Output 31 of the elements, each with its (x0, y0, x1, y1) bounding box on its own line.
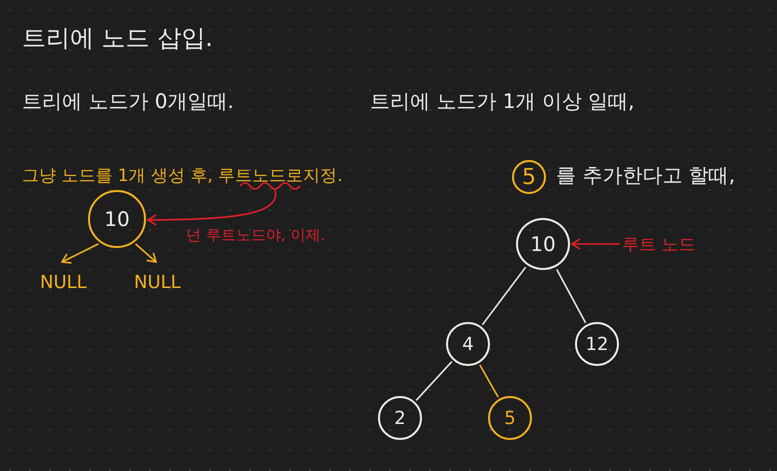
node-value: 10 (530, 232, 556, 256)
heading-text: 트리에 노드가 1개 이상 일때, (370, 88, 635, 115)
tree-node-circle (512, 160, 546, 194)
caption-text: 를 추가한다고 할때, (556, 162, 736, 189)
tree-edge (479, 364, 499, 398)
tree-node-circle (88, 190, 146, 248)
node-value: 12 (586, 334, 608, 354)
tree-node-circle (516, 218, 570, 270)
tree-node-circle (378, 396, 422, 440)
arrow (147, 190, 276, 226)
title: 트리에 노드 삽입. (22, 23, 213, 54)
node-label: NULL (40, 268, 100, 296)
edge-label: 넌 루트노드야, 이제. (186, 226, 326, 245)
tree-edge (482, 266, 526, 326)
annotation-text: 그냥 노드를 1개 생성 후, 루트노드로지정. (22, 160, 372, 190)
tree-edge (416, 361, 452, 401)
node-value: 2 (394, 408, 406, 428)
node-value: 5 (522, 164, 536, 190)
tree-node-circle (488, 396, 532, 440)
tree-edge (556, 269, 586, 324)
node-value: 10 (104, 207, 130, 231)
tree-node-circle (575, 322, 619, 366)
node-value: 4 (462, 334, 474, 354)
arrow (571, 238, 620, 250)
node-label: 루트 노드 (622, 230, 702, 258)
node-value: 5 (504, 408, 516, 428)
arrow (61, 243, 99, 264)
node-label: NULL (134, 268, 194, 296)
arrow (135, 243, 157, 263)
tree-node-circle (446, 322, 490, 366)
heading-text: 트리에 노드가 0개일때. (22, 88, 234, 115)
